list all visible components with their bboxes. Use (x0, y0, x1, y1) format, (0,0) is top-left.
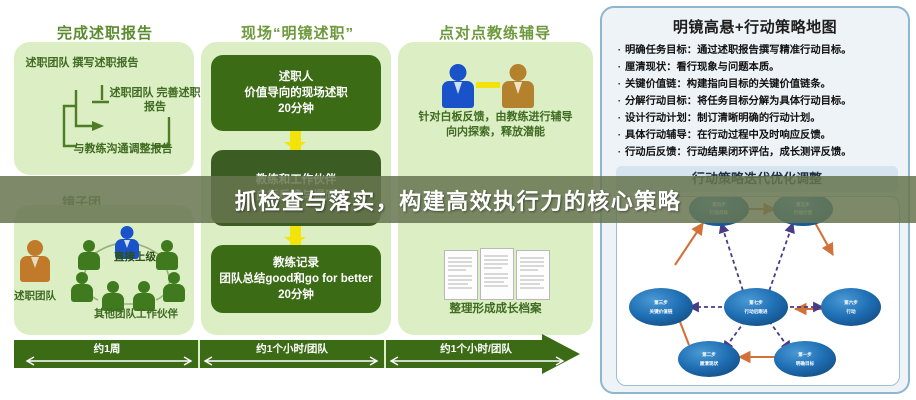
list-item-term: 厘清现状 (625, 62, 667, 73)
map-node-step2: 第二步 厘清现状 (678, 341, 740, 377)
list-item-desc: ：制订清晰明确的行动计划。 (686, 113, 821, 124)
list-item-desc: ：看行现象与问题本质。 (666, 62, 780, 73)
flow-step-write-report: 述职团队 撰写述职报告 (25, 57, 139, 69)
person-icon-direct-superior (115, 226, 139, 259)
box-coach-record: 教练记录 团队总结good和go for better 20分钟 (211, 245, 381, 313)
box-record-line2: 团队总结good和go for better (219, 273, 373, 285)
svg-text:第三步: 第三步 (654, 299, 668, 306)
svg-text:行动后跟进: 行动后跟进 (744, 308, 768, 315)
column-title-2: 现场“明镜述职” (240, 25, 354, 42)
caption-overlay-bar (0, 176, 916, 223)
person-icon-coach (502, 64, 534, 108)
timeline-segment-1: 约1周 (93, 343, 121, 355)
list-item-term: 设计行动计划 (625, 113, 687, 124)
connector-arrow-tip-1 (284, 142, 306, 150)
column-title-3: 点对点教练辅导 (438, 25, 551, 42)
panel-report-flow (14, 42, 194, 175)
list-item: · 厘清现状 ：看行现象与问题本质。 (614, 61, 902, 76)
connector-arrow-1 (290, 131, 301, 150)
coaching-desc-line1: 针对白板反馈，由教练进行辅导 (418, 111, 573, 123)
caption-text: 抓检查与落实，构建高效执行力的核心策略 (234, 188, 682, 214)
map-node-step1: 第一步 明确目标 (774, 341, 836, 377)
list-item-term: 分解行动目标 (625, 96, 687, 107)
label-self-team: 述职团队 (14, 290, 56, 302)
bullet-icon: · (617, 113, 622, 124)
list-item: · 具体行动辅导 ：在行动过程中及时响应反馈。 (614, 129, 902, 144)
list-item: · 关键价值链 ：构建指向目标的关键价值链条。 (614, 78, 902, 93)
action-strategy-map: 第四步 行动目标 第五步 行动计划 第三步 关键价值链 第七步 行动后跟进 (616, 196, 900, 386)
person-icon-self-team (20, 240, 50, 282)
map-node-step3: 第三步 关键价值链 (629, 288, 693, 326)
strategy-points-list: · 明确任务目标 ：通过述职报告撰写精准行动目标。 · 厘清现状 ：看行现象与问… (614, 44, 902, 163)
list-item-desc: ：将任务目标分解为具体行动目标。 (686, 96, 852, 107)
person-icon-coachee (442, 64, 474, 108)
list-item: · 分解行动目标 ：将任务目标分解为具体行动目标。 (614, 95, 902, 110)
label-direct-superior: 直接上级 (114, 251, 156, 263)
timeline-segment-3: 约1个小时/团队 (440, 343, 512, 355)
person-icon-partner-1 (78, 240, 100, 270)
connector-arrow-tip-2 (284, 237, 306, 245)
flow-step-improve-report: 述职团队 完善述职报告 (109, 87, 201, 113)
person-icon-partner-6 (133, 281, 155, 311)
person-icon-partner-4 (163, 272, 185, 302)
person-icon-partner-3 (71, 272, 93, 302)
list-item-desc: ：通过述职报告撰写精准行动目标。 (686, 45, 852, 56)
column-title-1: 完成述职报告 (56, 25, 153, 42)
list-item-desc: ：行动结果闭环评估，成长测评反馈。 (676, 147, 852, 158)
bullet-icon: · (617, 96, 622, 107)
svg-text:行动: 行动 (845, 308, 856, 315)
bullet-icon: · (617, 45, 622, 56)
list-item-term: 关键价值链 (625, 79, 677, 90)
list-item-desc: ：构建指向目标的关键价值链条。 (676, 79, 831, 90)
list-item-desc: ：在行动过程中及时响应反馈。 (686, 130, 831, 141)
documents-icon (444, 248, 550, 300)
list-item-term: 具体行动辅导 (625, 130, 687, 141)
box-live-line3: 20分钟 (278, 103, 314, 115)
timeline-segment-2: 约1个小时/团队 (256, 343, 328, 355)
list-item-term: 明确任务目标 (625, 45, 687, 56)
svg-text:第一步: 第一步 (798, 351, 812, 358)
person-icon-partner-2 (156, 240, 178, 270)
svg-text:第六步: 第六步 (844, 299, 858, 306)
box-live-line1: 述职人 (278, 71, 314, 83)
svg-text:厘清现状: 厘清现状 (700, 360, 719, 367)
timeline-arrows-svg (25, 356, 565, 366)
person-icon-partner-5 (102, 281, 124, 311)
bullet-icon: · (617, 130, 622, 141)
flow-arrows-svg (62, 85, 171, 148)
list-item: · 行动后反馈 ：行动结果闭环评估，成长测评反馈。 (614, 146, 902, 161)
archive-label: 整理形成成长档案 (449, 303, 542, 315)
bullet-icon: · (617, 62, 622, 73)
flow-step-adjust-with-coach: 与教练沟通调整报告 (73, 143, 173, 155)
list-item: · 明确任务目标 ：通过述职报告撰写精准行动目标。 (614, 44, 902, 59)
box-record-line3: 20分钟 (278, 289, 314, 301)
box-record-line1: 教练记录 (272, 257, 319, 269)
svg-text:第七步: 第七步 (749, 299, 763, 306)
label-other-partners: 其他团队工作伙伴 (94, 308, 178, 320)
list-item: · 设计行动计划 ：制订清晰明确的行动计划。 (614, 112, 902, 127)
coaching-description: 针对白板反馈，由教练进行辅导 向内探索，释放潜能 (403, 110, 588, 140)
box-live-presentation: 述职人 价值导向的现场述职 20分钟 (211, 55, 381, 131)
connector-arrow-2 (290, 226, 301, 245)
map-node-step6: 第六步 行动 (821, 288, 881, 326)
svg-text:第二步: 第二步 (702, 351, 716, 358)
svg-text:明确目标: 明确目标 (796, 360, 815, 367)
coaching-desc-line2: 向内探索，释放潜能 (446, 126, 545, 138)
box-live-line2: 价值导向的现场述职 (244, 87, 348, 99)
svg-text:关键价值链: 关键价值链 (650, 308, 673, 315)
strategy-card-title: 明镜高悬+行动策略地图 (672, 19, 838, 36)
map-node-step7: 第七步 行动后跟进 (724, 288, 788, 326)
bullet-icon: · (617, 79, 622, 90)
bullet-icon: · (617, 147, 622, 158)
link-bar-icon (476, 82, 500, 88)
strategy-map-svg: 第四步 行动目标 第五步 行动计划 第三步 关键价值链 第七步 行动后跟进 (629, 197, 881, 377)
timeline-bar: 约1周 约1个小时/团队 约1个小时/团队 (14, 334, 580, 374)
list-item-term: 行动后反馈 (625, 147, 677, 158)
